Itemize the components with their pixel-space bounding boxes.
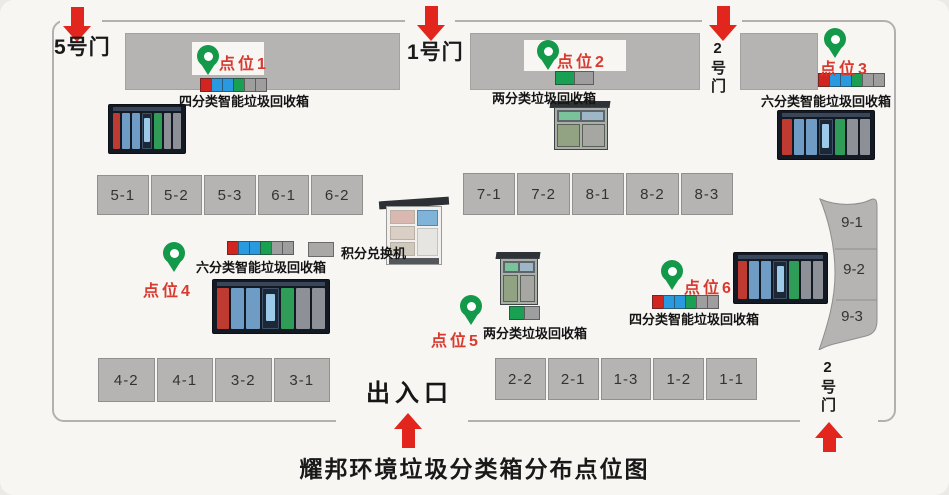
point-1-category-squares <box>200 78 267 92</box>
building-block: 5-3 <box>204 175 256 215</box>
gate-5-arrow-icon <box>63 7 91 42</box>
building-9-tower <box>818 198 878 350</box>
building-block: 8-3 <box>680 173 734 215</box>
smart-bin-photo <box>733 252 828 304</box>
building-block: 1-2 <box>653 358 705 400</box>
arrow-shaft <box>401 429 415 448</box>
point-6-category-squares <box>652 295 719 309</box>
point-5-bin-type-label: 两分类垃圾回收箱 <box>483 326 588 341</box>
building-block: 1-1 <box>706 358 757 400</box>
point-4-label: 点位4 <box>143 283 193 300</box>
category-square <box>509 306 525 320</box>
location-pin-icon <box>163 242 185 272</box>
two-bin-cabinet-photo <box>495 252 541 305</box>
building-row-5-6: 5-1 5-2 5-3 6-1 6-2 <box>97 175 363 215</box>
point-3-bin-type-label: 六分类智能垃圾回收箱 <box>761 94 892 109</box>
gate-2-top-arrow-icon <box>709 6 737 41</box>
point-2-category-squares <box>555 71 594 85</box>
building-row-3-4: 4-2 4-1 3-2 3-1 <box>98 358 330 402</box>
building-block-top-right <box>740 33 818 90</box>
location-pin-icon <box>197 45 219 75</box>
location-pin-icon <box>460 295 482 325</box>
point-4-bin-type-label: 六分类智能垃圾回收箱 <box>196 260 327 275</box>
legend-exchange-machine-label: 积分兑换机 <box>341 246 407 261</box>
building-block: 4-1 <box>156 358 213 402</box>
smart-bin-photo <box>777 110 875 160</box>
building-block: 7-2 <box>517 173 570 215</box>
point-1-bin-type-label: 四分类智能垃圾回收箱 <box>179 94 310 109</box>
category-square <box>255 78 267 92</box>
arrow-shaft <box>70 7 84 26</box>
point-2-label: 点位2 <box>557 54 607 71</box>
location-pin-icon <box>661 260 683 290</box>
arrow-shaft <box>822 438 836 452</box>
point-2-bin-type-label: 两分类垃圾回收箱 <box>492 91 597 106</box>
gate-1-arrow-icon <box>417 6 445 41</box>
arrow-shaft <box>424 6 438 25</box>
category-square <box>873 73 885 87</box>
arrow-head <box>394 413 422 429</box>
building-block: 4-2 <box>98 358 155 402</box>
building-block: 6-2 <box>311 175 363 215</box>
gate-2-top-label: 2号门 <box>709 40 726 96</box>
gate-5-label: 5号门 <box>54 36 111 59</box>
point-3-category-squares <box>818 73 885 87</box>
map-frame-border <box>52 20 896 422</box>
category-square <box>555 71 575 85</box>
building-block: 2-1 <box>547 358 599 400</box>
building-block: 2-2 <box>495 358 546 400</box>
gate-1-label: 1号门 <box>407 41 464 64</box>
smart-bin-photo <box>212 279 330 334</box>
point-5-label: 点位5 <box>431 333 481 350</box>
exit-arrow-icon <box>394 413 422 448</box>
legend-swatch <box>308 242 334 257</box>
arrow-head <box>709 25 737 41</box>
building-block: 5-1 <box>97 175 149 215</box>
building-block: 8-2 <box>626 173 679 215</box>
location-pin-icon <box>824 28 846 58</box>
building-row-7-8: 7-1 7-2 8-1 8-2 8-3 <box>463 173 734 215</box>
arrow-head <box>417 25 445 41</box>
two-bin-cabinet-photo <box>549 101 611 150</box>
building-block: 8-1 <box>571 173 625 215</box>
exit-label: 出入口 <box>366 380 453 407</box>
point-5-category-squares <box>509 306 540 320</box>
point-6-label: 点位6 <box>684 280 734 297</box>
building-block: 3-2 <box>215 358 272 402</box>
building-9-1-label: 9-1 <box>841 214 863 231</box>
point-4-category-squares <box>227 241 294 255</box>
building-block: 5-2 <box>150 175 203 215</box>
vending-machine-photo <box>378 196 450 265</box>
building-block: 1-3 <box>600 358 652 400</box>
arrow-head <box>63 26 91 42</box>
gate-2-bottom-arrow-icon <box>815 422 843 452</box>
point-6-bin-type-label: 四分类智能垃圾回收箱 <box>629 312 760 327</box>
arrow-head <box>815 422 843 438</box>
category-square <box>524 306 540 320</box>
building-block: 3-1 <box>273 358 330 402</box>
gate-2-bottom-label: 2号门 <box>819 359 836 415</box>
smart-bin-photo <box>108 104 186 154</box>
building-block: 7-1 <box>463 173 516 215</box>
category-square <box>707 295 719 309</box>
building-9-2-label: 9-2 <box>843 261 865 278</box>
building-row-1-2: 2-2 2-1 1-3 1-2 1-1 <box>495 358 757 400</box>
category-square <box>574 71 594 85</box>
map-title: 耀邦环境垃圾分类箱分布点位图 <box>299 456 650 482</box>
point-3-label: 点位3 <box>820 61 870 78</box>
location-pin-icon <box>537 40 559 70</box>
building-9-3-label: 9-3 <box>841 308 863 325</box>
category-square <box>282 241 294 255</box>
building-block: 6-1 <box>257 175 310 215</box>
arrow-shaft <box>716 6 730 25</box>
point-1-label: 点位1 <box>219 56 269 73</box>
